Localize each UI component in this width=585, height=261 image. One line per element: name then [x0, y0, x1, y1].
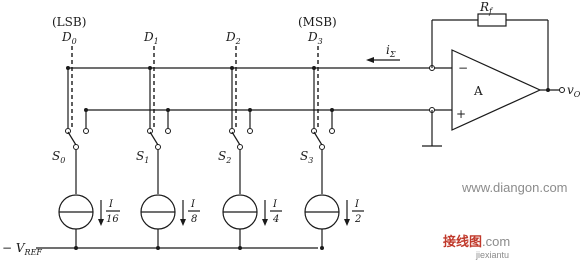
output-terminal [559, 87, 565, 93]
bit-branch-2: D2 S2 I 4 [218, 30, 282, 250]
bus-junction [148, 66, 152, 70]
bus-junction [66, 66, 70, 70]
weight-denominator: 8 [191, 214, 197, 225]
bit-label: D2 [225, 30, 241, 46]
bit-label: D3 [307, 30, 323, 46]
switch-pivot [73, 144, 79, 150]
switch-blade [231, 131, 241, 146]
ref-junction [320, 246, 324, 250]
ref-junction [156, 246, 160, 250]
bit-branch-3: (MSB) D3 S3 I 2 [298, 15, 364, 250]
down-arrow-icon [262, 200, 268, 226]
down-arrow-icon [98, 200, 104, 226]
down-arrow-icon [344, 200, 350, 226]
switch-label: S1 [136, 149, 149, 165]
down-arrow-icon [180, 200, 186, 226]
feedback-resistor-label: Rf [479, 0, 494, 16]
switch-contact-a [147, 128, 153, 134]
switch-blade [67, 131, 77, 146]
weight-denominator: 4 [272, 214, 279, 225]
op-amp-label: A [473, 84, 483, 98]
switch-pivot [319, 144, 325, 150]
switch-blade [149, 131, 159, 146]
switch-contact-b [165, 128, 171, 134]
output-label: vO [567, 83, 581, 99]
switch-pivot [155, 144, 161, 150]
noninverting-input-sign: + [456, 107, 466, 121]
bit-branch-1: D1 S1 I 8 [136, 30, 200, 250]
current-arrow-icon [366, 57, 400, 63]
bit-tag: (MSB) [298, 15, 337, 29]
bit-label: D0 [61, 30, 77, 46]
bus-junction [230, 66, 234, 70]
bus-junction [312, 66, 316, 70]
sum-current-label: iΣ [386, 43, 396, 59]
reference-label: − VREF [2, 241, 42, 257]
bit-label: D1 [143, 30, 159, 46]
watermark-brand: 接线图.com [443, 234, 510, 249]
ground-icon [422, 110, 442, 147]
output-junction [546, 88, 550, 92]
switch-contact-b [83, 128, 89, 134]
switch-contact-b [247, 128, 253, 134]
watermark-sub: jiexiantu [475, 250, 509, 260]
op-amp: A − + [451, 49, 542, 131]
bit-tag: (LSB) [52, 15, 86, 29]
bit-branch-0: (LSB) D0 S0 I 16 [52, 15, 120, 250]
weight-denominator: 2 [354, 214, 361, 225]
switch-label: S2 [218, 149, 231, 165]
weight-numerator: I [354, 199, 360, 210]
switch-contact-a [311, 128, 317, 134]
switch-contact-a [229, 128, 235, 134]
weight-numerator: I [108, 199, 114, 210]
weight-denominator: 16 [106, 214, 119, 225]
switch-blade [313, 131, 323, 146]
switch-contact-a [65, 128, 71, 134]
weight-numerator: I [190, 199, 196, 210]
switch-contact-b [329, 128, 335, 134]
switch-pivot [237, 144, 243, 150]
weight-numerator: I [272, 199, 278, 210]
switch-label: S0 [52, 149, 65, 165]
ref-junction [74, 246, 78, 250]
watermark-site: www.diangon.com [461, 180, 568, 195]
switch-label: S3 [300, 149, 313, 165]
inverting-input-sign: − [458, 61, 468, 75]
ref-junction [238, 246, 242, 250]
op-amp-triangle [451, 49, 542, 131]
